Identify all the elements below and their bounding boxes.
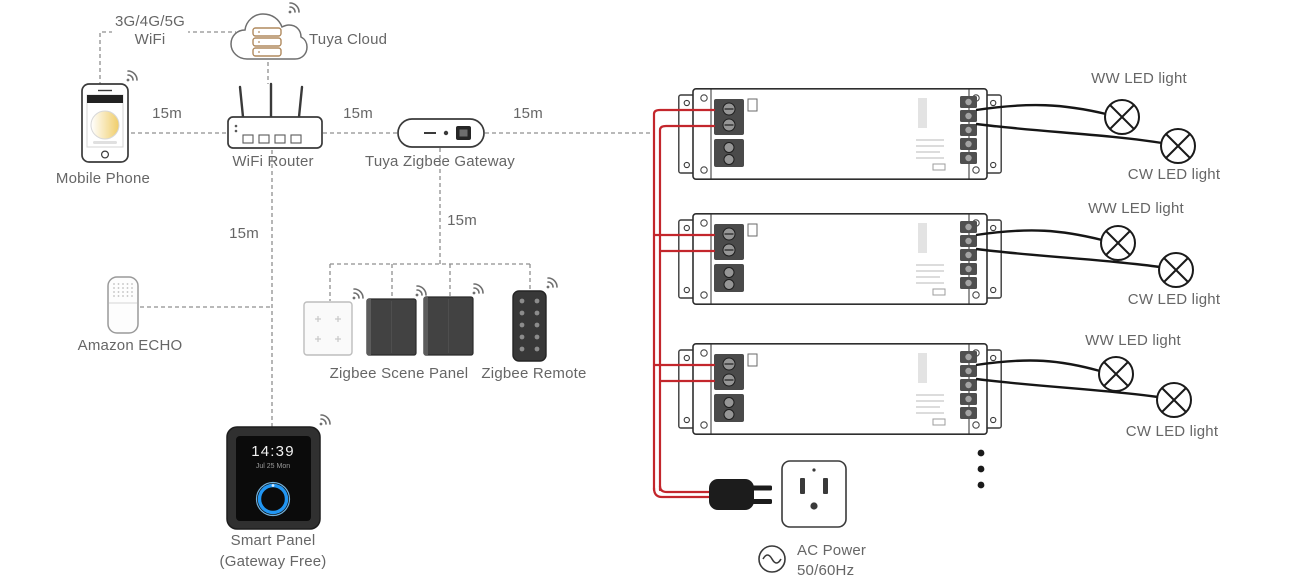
tuya-cloud-label: Tuya Cloud [309, 31, 388, 48]
cloud-server-icon [252, 27, 282, 57]
distance-gateway-panels: 15m [447, 212, 477, 229]
router-antennas [238, 82, 304, 119]
scene-panel-2 [366, 285, 427, 356]
mobile-phone-label: Mobile Phone [55, 170, 151, 187]
echo-speaker-grill [113, 283, 133, 297]
ac-power-label: AC Power 50/60Hz [797, 541, 866, 581]
remote-wireless-icon [545, 277, 558, 290]
led-controller-1 [677, 88, 1003, 181]
zigbee-gateway-label: Tuya Zigbee Gateway [365, 153, 515, 170]
controller1-ww-lamp-icon [1104, 99, 1140, 135]
remote-buttons [519, 298, 540, 352]
zigbee-remote-label: Zigbee Remote [481, 365, 587, 382]
amazon-echo-label: Amazon ECHO [77, 337, 183, 354]
tuya-cloud-icon [230, 2, 308, 60]
smart-panel-wireless-icon [318, 414, 331, 427]
zigbee-gateway-icon [397, 118, 485, 148]
scene-panel-1-wireless-icon [351, 288, 364, 301]
wifi-router-icon [227, 82, 323, 149]
controller1-cw-label: CW LED light [1127, 166, 1221, 183]
distance-phone-router: 15m [152, 105, 182, 122]
controller2-ww-lamp-icon [1100, 225, 1136, 261]
smart-panel-time: 14:39 [251, 443, 295, 460]
scene-panel-3 [423, 283, 484, 356]
smart-panel-date: Jul 25 Mon [255, 463, 291, 470]
smart-panel-screen [236, 436, 311, 521]
smart-panel-sublabel: (Gateway Free) [219, 553, 327, 570]
scene-panel-label: Zigbee Scene Panel [329, 365, 469, 382]
link-phone-cloud [99, 31, 236, 86]
scene-panel-2-wireless-icon [414, 285, 427, 298]
power-wires [652, 108, 716, 499]
led-output-wires [975, 103, 1163, 399]
distance-router-gateway: 15m [343, 105, 373, 122]
ac-plug-icon [709, 479, 772, 510]
controller3-ww-label: WW LED light [1085, 332, 1181, 349]
led-controller-2 [677, 213, 1003, 306]
controller3-cw-label: CW LED light [1125, 423, 1219, 440]
controller2-cw-label: CW LED light [1127, 291, 1221, 308]
cloud-wireless-icon [287, 2, 300, 15]
phone-wireless-icon [125, 70, 138, 83]
distance-gateway-controller: 15m [513, 105, 543, 122]
smart-panel-icon [226, 414, 331, 530]
controller2-cw-lamp-icon [1158, 252, 1194, 288]
wireless-links [99, 31, 652, 427]
phone-cct-wheel [90, 110, 120, 140]
ac-power-line2: 50/60Hz [797, 562, 855, 579]
scene-panel-1 [303, 288, 364, 356]
distance-router-devices: 15m [229, 225, 259, 242]
ac-sine-icon [758, 545, 786, 573]
network-type-label: 3G/4G/5G WiFi [112, 13, 188, 49]
controller1-ww-label: WW LED light [1091, 70, 1187, 87]
zigbee-scene-panels [303, 283, 484, 356]
ac-power-line1: AC Power [797, 542, 867, 559]
controller3-ww-lamp-icon [1098, 356, 1134, 392]
network-line2: WiFi [134, 31, 166, 48]
scene-panel-1-buttons [315, 316, 341, 342]
wifi-router-label: WiFi Router [232, 153, 314, 170]
network-line1: 3G/4G/5G [115, 13, 185, 30]
mobile-phone-icon [81, 70, 138, 163]
controller1-cw-lamp-icon [1160, 128, 1196, 164]
scene-panel-3-wireless-icon [471, 283, 484, 296]
smart-panel-label: Smart Panel [230, 532, 316, 549]
phone-home-button [100, 150, 109, 159]
controller3-cw-lamp-icon [1156, 382, 1192, 418]
led-controller-3 [677, 342, 1003, 436]
zigbee-remote-icon [512, 277, 558, 362]
ac-outlet-icon [781, 460, 847, 528]
amazon-echo-icon [107, 276, 139, 334]
more-controllers-ellipsis [977, 449, 985, 489]
router-ports [242, 134, 302, 144]
controller2-ww-label: WW LED light [1088, 200, 1184, 217]
